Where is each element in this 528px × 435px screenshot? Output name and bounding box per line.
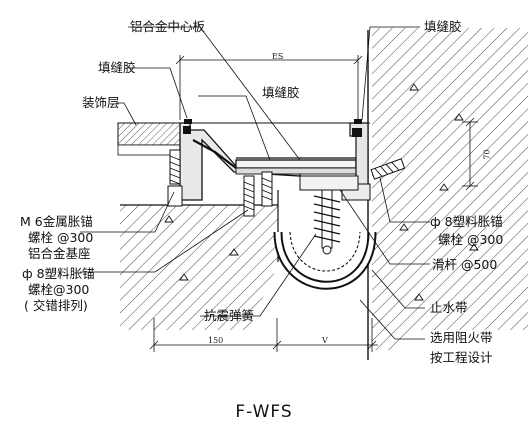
label-per-design: 按工程设计 bbox=[430, 350, 493, 365]
finish-layer bbox=[117, 122, 370, 156]
label-plastic-anchor-left-3: ( 交错排列) bbox=[24, 298, 88, 313]
label-anti-seismic-spring: 抗震弹簧 bbox=[204, 308, 255, 323]
label-fire-barrier: 选用阻火带 bbox=[430, 330, 493, 345]
label-finish-layer: 装饰层 bbox=[82, 95, 120, 110]
filler-strips bbox=[184, 119, 362, 124]
plastic-anchor-right bbox=[370, 158, 406, 180]
dim-70: 70 bbox=[482, 149, 492, 160]
center-plate bbox=[235, 157, 357, 175]
aggregate-marks bbox=[164, 83, 479, 301]
figure-caption: F-WFS bbox=[235, 402, 293, 422]
leader-lines bbox=[80, 26, 430, 340]
label-filler-top-right: 填缝胶 bbox=[424, 19, 462, 34]
plastic-anchor-left bbox=[243, 171, 273, 217]
dim-150: 150 bbox=[208, 336, 224, 345]
m6-anchor bbox=[167, 149, 183, 207]
dimension-70 bbox=[462, 117, 478, 191]
waterstop-u bbox=[273, 231, 377, 290]
dim-es: ES bbox=[272, 52, 284, 61]
label-filler-left: 填缝胶 bbox=[98, 60, 136, 75]
label-filler-mid: 填缝胶 bbox=[262, 85, 300, 100]
label-waterstop: 止水带 bbox=[430, 300, 468, 315]
label-plastic-anchor-right-1: ф 8塑料胀锚 bbox=[430, 214, 503, 229]
label-plastic-anchor-left-1: ф 8塑料胀锚 bbox=[22, 266, 95, 281]
dimension-bottom bbox=[149, 318, 378, 352]
label-plastic-anchor-left-2: 螺栓@300 bbox=[28, 282, 90, 297]
label-plastic-anchor-right-2: 螺栓 @300 bbox=[438, 232, 504, 247]
label-m6-anchor-3: 铝合金基座 bbox=[28, 246, 91, 261]
label-m6-anchor-1: M 6金属胀锚 bbox=[20, 214, 93, 229]
dim-v: V bbox=[322, 336, 328, 345]
label-slide-bar: 滑杆 @500 bbox=[432, 257, 498, 272]
label-m6-anchor-2: 螺栓 @300 bbox=[28, 230, 94, 245]
anti-seismic-spring bbox=[299, 175, 359, 255]
label-center-plate: 铝合金中心板 bbox=[130, 19, 206, 34]
dimension-es bbox=[175, 55, 363, 120]
